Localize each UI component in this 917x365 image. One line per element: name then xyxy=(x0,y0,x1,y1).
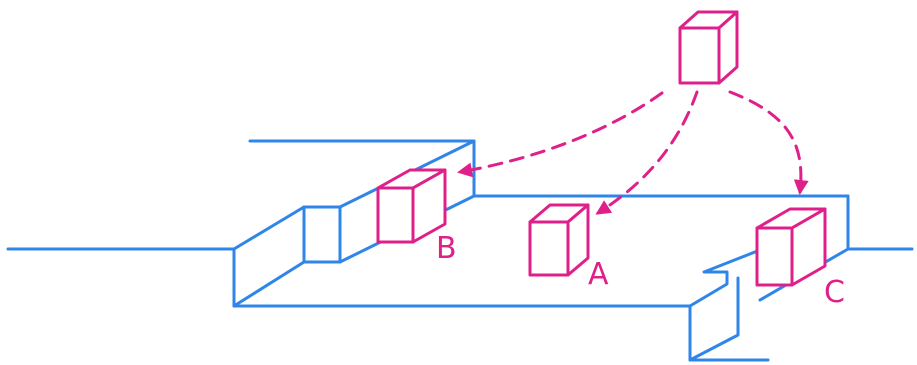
right-step xyxy=(688,248,762,308)
arrow-to-b xyxy=(457,91,664,178)
label-c: C xyxy=(824,275,845,310)
arrow-to-c xyxy=(728,90,809,195)
cube-c xyxy=(755,207,827,287)
arrow-to-a xyxy=(595,90,699,215)
left-wall-notch xyxy=(302,205,342,264)
floor-slab-front xyxy=(232,205,306,308)
floor-slab xyxy=(232,247,770,362)
label-b: B xyxy=(436,231,457,266)
cube-b xyxy=(376,168,447,244)
right-step-drop xyxy=(688,276,740,362)
cube-a xyxy=(528,203,590,277)
label-a: A xyxy=(588,257,609,292)
cube-source xyxy=(678,10,739,85)
